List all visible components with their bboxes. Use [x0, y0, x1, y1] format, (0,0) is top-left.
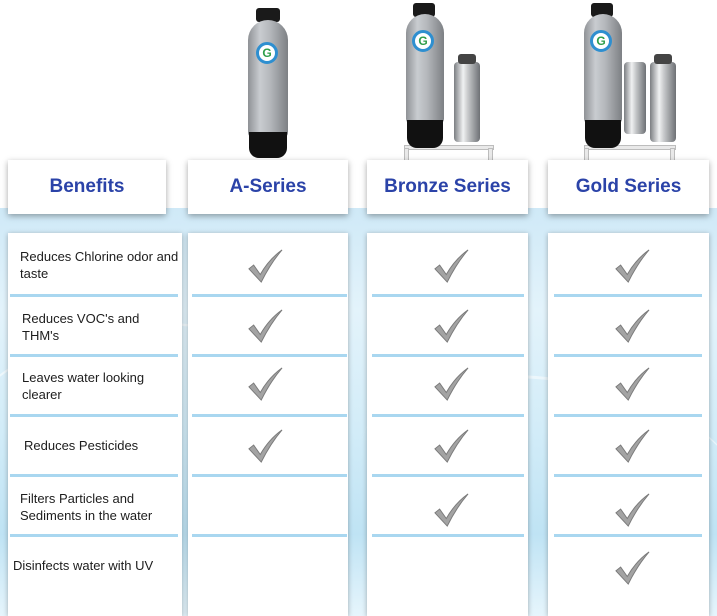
benefit-label: Reduces Chlorine odor and taste	[20, 249, 179, 281]
checkmark-icon	[615, 429, 650, 463]
checkmark-icon	[434, 429, 469, 463]
checkmark-icon	[434, 309, 469, 343]
row-divider	[10, 414, 178, 417]
row-divider	[192, 414, 347, 417]
checkmark-icon	[615, 551, 650, 585]
row-divider	[372, 294, 524, 297]
header-benefits: Benefits	[8, 160, 166, 214]
row-divider	[554, 474, 702, 477]
row-divider	[372, 354, 524, 357]
checkmark-icon	[248, 309, 283, 343]
benefit-label: Disinfects water with UV	[13, 558, 154, 573]
row-divider	[192, 294, 347, 297]
header-a-series: A-Series	[188, 160, 348, 214]
checkmark-icon	[615, 493, 650, 527]
benefit-label: Reduces VOC's and THM's	[22, 311, 140, 343]
benefit-label: Reduces Pesticides	[24, 438, 139, 453]
row-divider	[372, 474, 524, 477]
brand-logo-icon: G	[412, 30, 434, 52]
row-divider	[10, 474, 178, 477]
checkmark-icon	[434, 493, 469, 527]
bronze-series-column	[367, 233, 528, 616]
row-divider	[192, 534, 347, 537]
header-bronze-series: Bronze Series	[367, 160, 528, 214]
row-divider	[10, 354, 178, 357]
brand-logo-icon: G	[256, 42, 278, 64]
row-divider	[192, 474, 347, 477]
checkmark-icon	[434, 367, 469, 401]
checkmark-icon	[248, 367, 283, 401]
row-divider	[10, 294, 178, 297]
checkmark-icon	[248, 429, 283, 463]
row-divider	[372, 414, 524, 417]
a-series-column	[188, 233, 348, 616]
row-divider	[10, 534, 178, 537]
row-divider	[554, 414, 702, 417]
checkmark-icon	[615, 367, 650, 401]
benefit-label: Leaves water looking clearer	[22, 370, 145, 402]
header-gold-series: Gold Series	[548, 160, 709, 214]
row-divider	[372, 534, 524, 537]
brand-logo-icon: G	[590, 30, 612, 52]
checkmark-icon	[615, 309, 650, 343]
row-divider	[554, 354, 702, 357]
row-divider	[554, 534, 702, 537]
checkmark-icon	[434, 249, 469, 283]
checkmark-icon	[248, 249, 283, 283]
row-divider	[192, 354, 347, 357]
checkmark-icon	[615, 249, 650, 283]
benefit-label: Filters Particles and Sediments in the w…	[20, 491, 153, 523]
row-divider	[554, 294, 702, 297]
